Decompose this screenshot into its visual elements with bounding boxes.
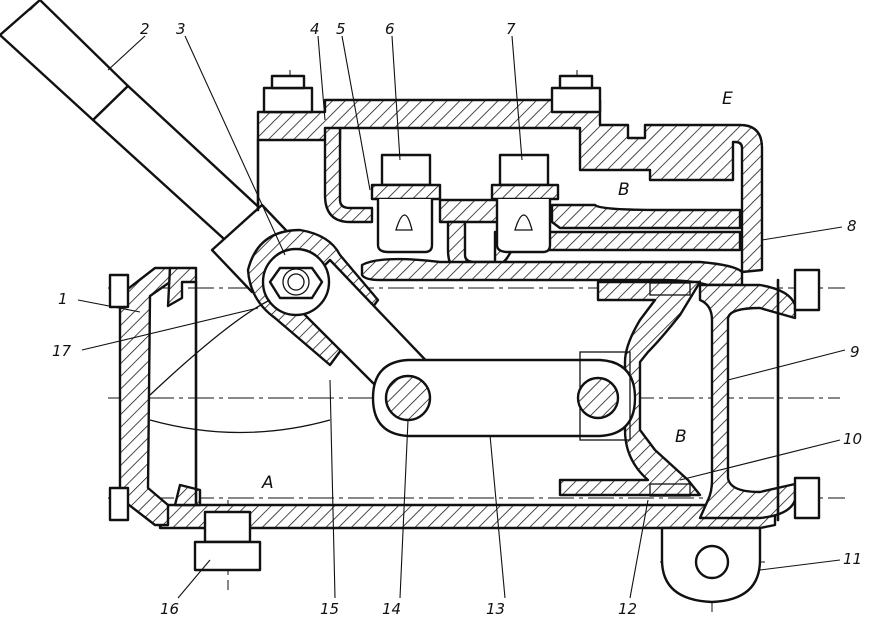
connecting-rod <box>371 351 637 441</box>
part-label-9: 9 <box>850 343 860 361</box>
eye-bracket <box>660 526 762 604</box>
part-label-16: 16 <box>160 600 179 617</box>
valve-6 <box>370 153 442 254</box>
part-labels: 2 3 4 5 6 7 8 9 10 11 12 13 14 15 16 1 1… <box>52 20 862 617</box>
cavity-label-a: A <box>261 473 274 493</box>
part-label-2: 2 <box>140 20 150 38</box>
cavity-label-e: Е <box>722 89 733 109</box>
part-label-14: 14 <box>382 600 401 617</box>
part-label-1: 1 <box>58 290 68 308</box>
part-label-15: 15 <box>320 600 339 617</box>
crank-sweep-arc <box>149 419 331 434</box>
cavity-label-v: В <box>618 180 630 200</box>
part-label-4: 4 <box>310 20 320 38</box>
part-label-5: 5 <box>336 20 346 38</box>
part-label-7: 7 <box>506 20 516 38</box>
housing-body <box>118 98 777 530</box>
nuts <box>108 74 821 572</box>
part-label-3: 3 <box>176 20 186 38</box>
right-cover <box>698 278 797 522</box>
part-label-6: 6 <box>385 20 395 38</box>
handle-lever <box>0 0 302 294</box>
crank-sweep-arc-2 <box>149 299 271 396</box>
cavity-label-b: B <box>675 427 687 447</box>
part-label-12: 12 <box>618 600 637 617</box>
valve-7 <box>490 153 560 254</box>
part-label-11: 11 <box>843 550 862 568</box>
leader-lines <box>77 35 846 599</box>
part-label-17: 17 <box>52 342 72 360</box>
part-label-8: 8 <box>847 217 857 235</box>
part-label-13: 13 <box>486 600 505 617</box>
cavity-labels: A B В Е <box>261 89 733 493</box>
part-label-10: 10 <box>843 430 862 448</box>
